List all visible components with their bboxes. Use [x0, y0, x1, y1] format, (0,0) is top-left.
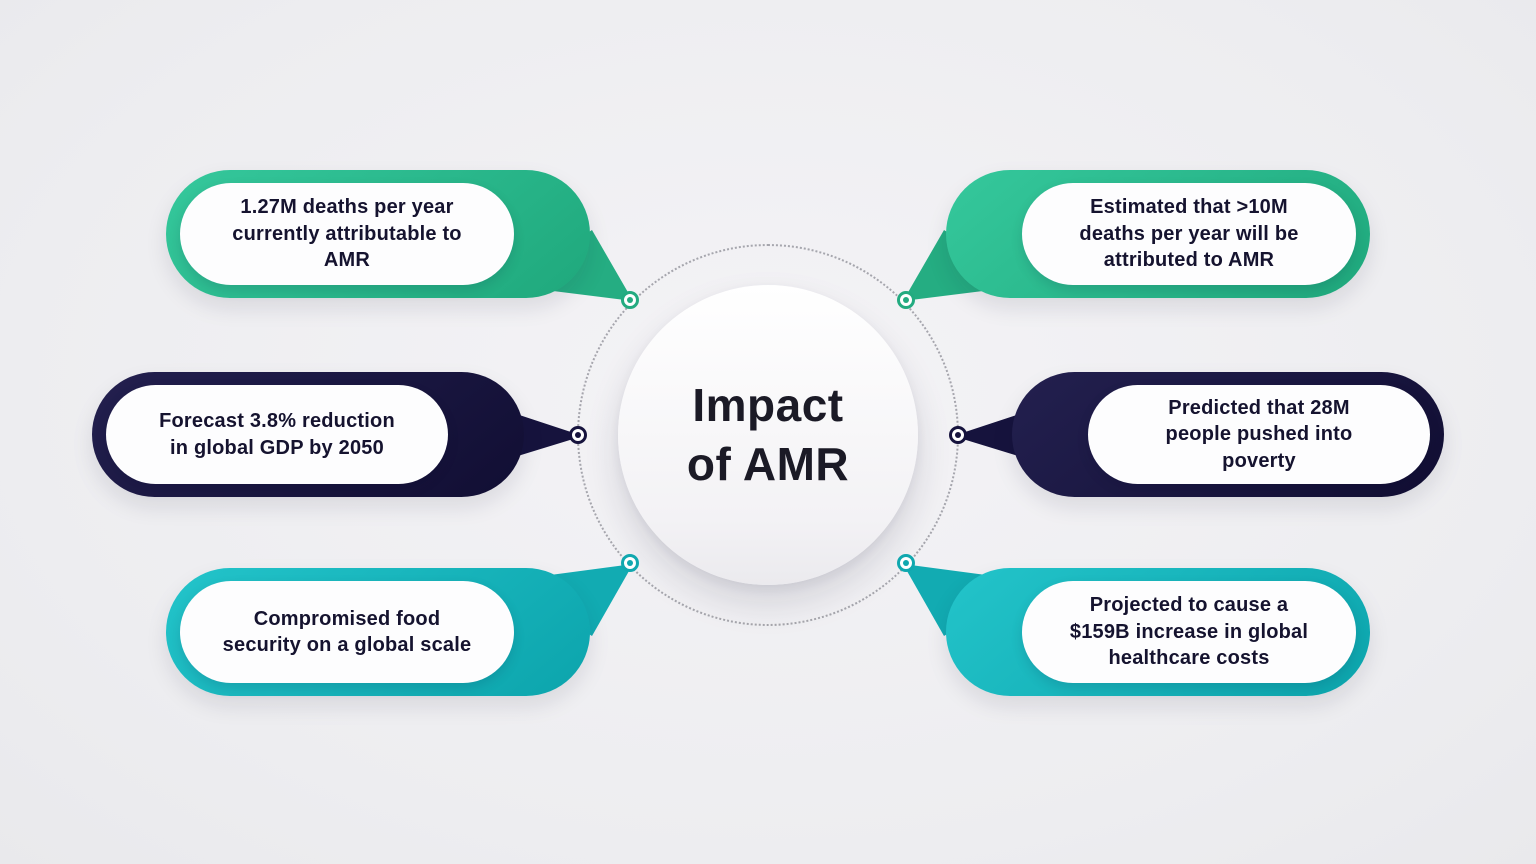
connector-node-middle-left	[569, 426, 587, 444]
center-circle: Impact of AMR	[618, 285, 918, 585]
connector-node-bottom-left	[621, 554, 639, 572]
bubble-panel: Compromised food security on a global sc…	[180, 581, 514, 683]
bubble-deaths-projected: Estimated that >10M deaths per year will…	[946, 170, 1370, 298]
bubble-text: Projected to cause a $159B increase in g…	[1069, 594, 1309, 670]
bubble-panel: 1.27M deaths per year currently attribut…	[180, 183, 514, 285]
connector-node-bottom-right	[897, 554, 915, 572]
bubble-text: Compromised food security on a global sc…	[222, 607, 472, 656]
bubble-gdp-reduction: Forecast 3.8% reduction in global GDP by…	[92, 372, 524, 497]
bubble-text: Forecast 3.8% reduction in global GDP by…	[159, 410, 395, 459]
connector-node-middle-right	[949, 426, 967, 444]
bubble-food-security: Compromised food security on a global sc…	[166, 568, 590, 696]
bubble-panel: Forecast 3.8% reduction in global GDP by…	[106, 385, 448, 484]
bubble-panel: Predicted that 28M people pushed into po…	[1088, 385, 1430, 484]
connector-node-top-right	[897, 291, 915, 309]
connector-node-top-left	[621, 291, 639, 309]
infographic-title: Impact of AMR	[686, 379, 850, 490]
bubble-text: Predicted that 28M people pushed into po…	[1165, 396, 1353, 472]
bubble-deaths-current: 1.27M deaths per year currently attribut…	[166, 170, 590, 298]
bubble-panel: Projected to cause a $159B increase in g…	[1022, 581, 1356, 683]
bubble-panel: Estimated that >10M deaths per year will…	[1022, 183, 1356, 285]
bubble-poverty: Predicted that 28M people pushed into po…	[1012, 372, 1444, 497]
bubble-text: 1.27M deaths per year currently attribut…	[232, 196, 462, 272]
bubble-text: Estimated that >10M deaths per year will…	[1079, 196, 1299, 272]
bubble-healthcare-costs: Projected to cause a $159B increase in g…	[946, 568, 1370, 696]
